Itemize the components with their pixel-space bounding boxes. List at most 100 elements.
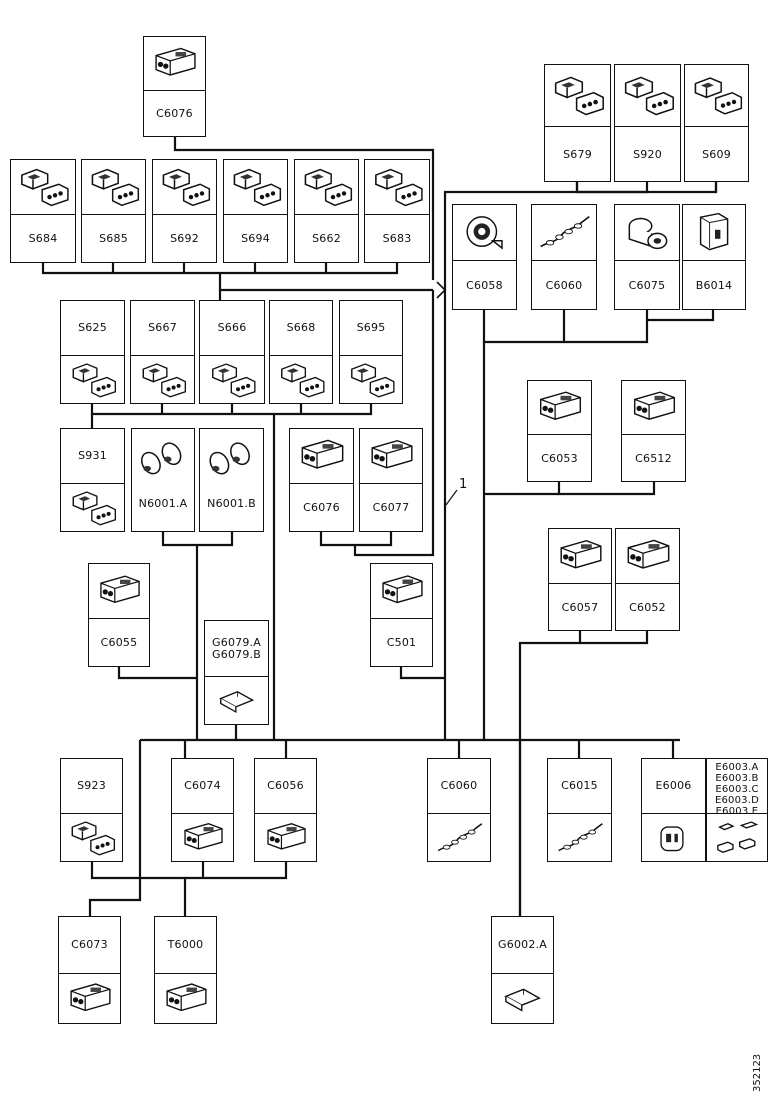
connector-icon xyxy=(70,983,111,1012)
box-divider xyxy=(155,973,216,974)
switch-icon xyxy=(351,363,395,398)
component-label: C6074 xyxy=(184,779,221,792)
box-divider xyxy=(360,483,422,484)
wire-segment xyxy=(482,310,566,344)
component-label: N6001.A xyxy=(138,497,188,510)
box-divider xyxy=(532,260,596,261)
box-divider xyxy=(295,214,358,215)
switch-icon xyxy=(233,168,282,207)
box-divider xyxy=(61,483,124,484)
box-divider xyxy=(61,813,122,814)
component-c6075: C6075 xyxy=(614,204,680,310)
component-label: C6055 xyxy=(100,636,138,649)
component-s685: S685 xyxy=(81,159,146,263)
component-s684: S684 xyxy=(10,159,76,263)
box-divider xyxy=(340,355,402,356)
wire-segment xyxy=(399,667,445,680)
box-divider xyxy=(615,260,679,261)
component-label: S625 xyxy=(78,321,107,334)
switch-icon xyxy=(304,168,353,207)
component-c6512: C6512 xyxy=(621,380,686,482)
component-s694: S694 xyxy=(223,159,288,263)
wire-segment xyxy=(161,532,234,547)
box-divider xyxy=(453,260,516,261)
component-c6077: C6077 xyxy=(359,428,423,532)
component-s683: S683 xyxy=(364,159,430,263)
box-divider xyxy=(371,618,432,619)
box-divider xyxy=(545,126,610,127)
component-g6079: G6079.A G6079.B xyxy=(204,620,269,725)
component-c6057: C6057 xyxy=(548,528,612,631)
box-divider xyxy=(205,676,268,677)
switch-icon xyxy=(21,168,69,207)
component-label: C6077 xyxy=(372,501,410,514)
component-s931: S931 xyxy=(60,428,125,532)
component-label: S679 xyxy=(563,147,592,161)
component-s692: S692 xyxy=(152,159,217,263)
component-s666: S666 xyxy=(199,300,265,404)
component-c6058: C6058 xyxy=(452,204,517,310)
component-s668: S668 xyxy=(269,300,333,404)
connector-icon xyxy=(539,391,582,420)
component-label: N6001.B xyxy=(207,497,256,510)
wire-splice-icon xyxy=(540,215,590,248)
component-label: C6060 xyxy=(545,278,583,292)
round-connector-icon xyxy=(466,216,503,250)
component-c6055: C6055 xyxy=(88,563,150,667)
component-c6052: C6052 xyxy=(615,528,680,631)
bulb-pair-icon xyxy=(141,442,182,475)
connector-icon xyxy=(382,575,423,604)
component-s609: S609 xyxy=(684,64,749,182)
component-c6060-bot: C6060 xyxy=(427,758,491,862)
lamp-icon xyxy=(660,826,684,852)
component-label: S923 xyxy=(77,779,106,792)
box-divider xyxy=(290,483,353,484)
component-label: C6076 xyxy=(303,501,340,514)
component-c6074: C6074 xyxy=(171,758,234,862)
component-label: C6075 xyxy=(628,278,666,292)
wire-splice-icon xyxy=(558,823,603,852)
switch-icon xyxy=(142,363,187,398)
component-s662: S662 xyxy=(294,159,359,263)
junction-marker xyxy=(436,281,447,299)
component-n6001a: N6001.A xyxy=(131,428,195,532)
box-divider xyxy=(59,973,120,974)
box-divider xyxy=(622,434,685,435)
box-divider xyxy=(616,583,679,584)
component-label: S662 xyxy=(312,232,341,245)
component-label: S683 xyxy=(382,232,412,245)
switch-icon xyxy=(72,363,117,398)
wire-splice-icon xyxy=(437,823,483,852)
component-s625: S625 xyxy=(60,300,125,404)
connector-icon xyxy=(301,439,344,469)
callout-leader xyxy=(445,489,458,506)
component-label: S931 xyxy=(78,449,107,462)
component-label: T6000 xyxy=(167,938,204,951)
box-divider xyxy=(549,583,611,584)
box-divider xyxy=(82,214,145,215)
switch-icon xyxy=(554,76,604,116)
box-divider xyxy=(707,813,767,814)
component-s679: S679 xyxy=(544,64,611,182)
box-divider xyxy=(11,214,75,215)
box-divider xyxy=(270,355,332,356)
component-label: C501 xyxy=(386,636,417,649)
component-label: S692 xyxy=(170,232,199,245)
component-s923: S923 xyxy=(60,758,123,862)
wire-segment xyxy=(88,740,142,916)
component-label: C6057 xyxy=(561,600,599,614)
ground-terminal-icon xyxy=(504,988,541,1012)
box-divider xyxy=(492,973,553,974)
component-label: S667 xyxy=(148,321,177,334)
component-label: G6079.A G6079.B xyxy=(212,635,261,661)
switch-icon xyxy=(624,76,674,116)
box-divider xyxy=(548,813,611,814)
wire-segment xyxy=(443,182,649,740)
connector-icon xyxy=(166,983,207,1012)
box-divider xyxy=(144,90,205,91)
box-divider xyxy=(131,355,194,356)
component-label: C6076 xyxy=(156,107,193,120)
wire-segment xyxy=(578,631,649,645)
bulb-socket-icon xyxy=(628,217,668,250)
